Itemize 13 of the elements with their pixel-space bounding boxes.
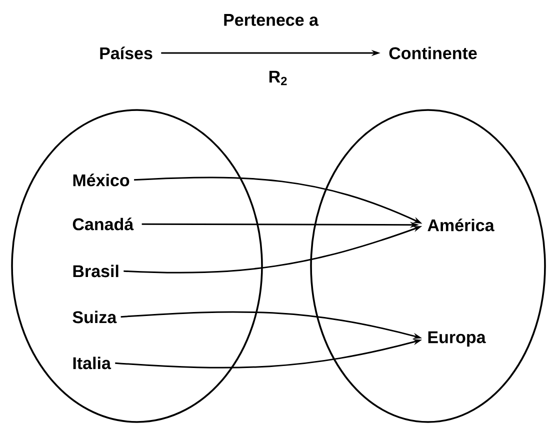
label-text: Europa xyxy=(428,331,486,347)
label-text: Países xyxy=(100,46,152,60)
label-text: Italia xyxy=(73,356,112,370)
label-text: México xyxy=(73,174,130,186)
edge-label: Pertenece a xyxy=(224,14,319,26)
label-text: Canadá xyxy=(72,218,134,230)
label-text: Suiza xyxy=(72,310,117,324)
label-text: Continente xyxy=(389,46,477,60)
ellipse xyxy=(310,109,546,423)
label-text: Brasil xyxy=(73,264,118,278)
label-text: América xyxy=(428,218,494,232)
ellipse xyxy=(11,109,263,423)
relation-name: R$_{2}$ xyxy=(269,70,287,86)
